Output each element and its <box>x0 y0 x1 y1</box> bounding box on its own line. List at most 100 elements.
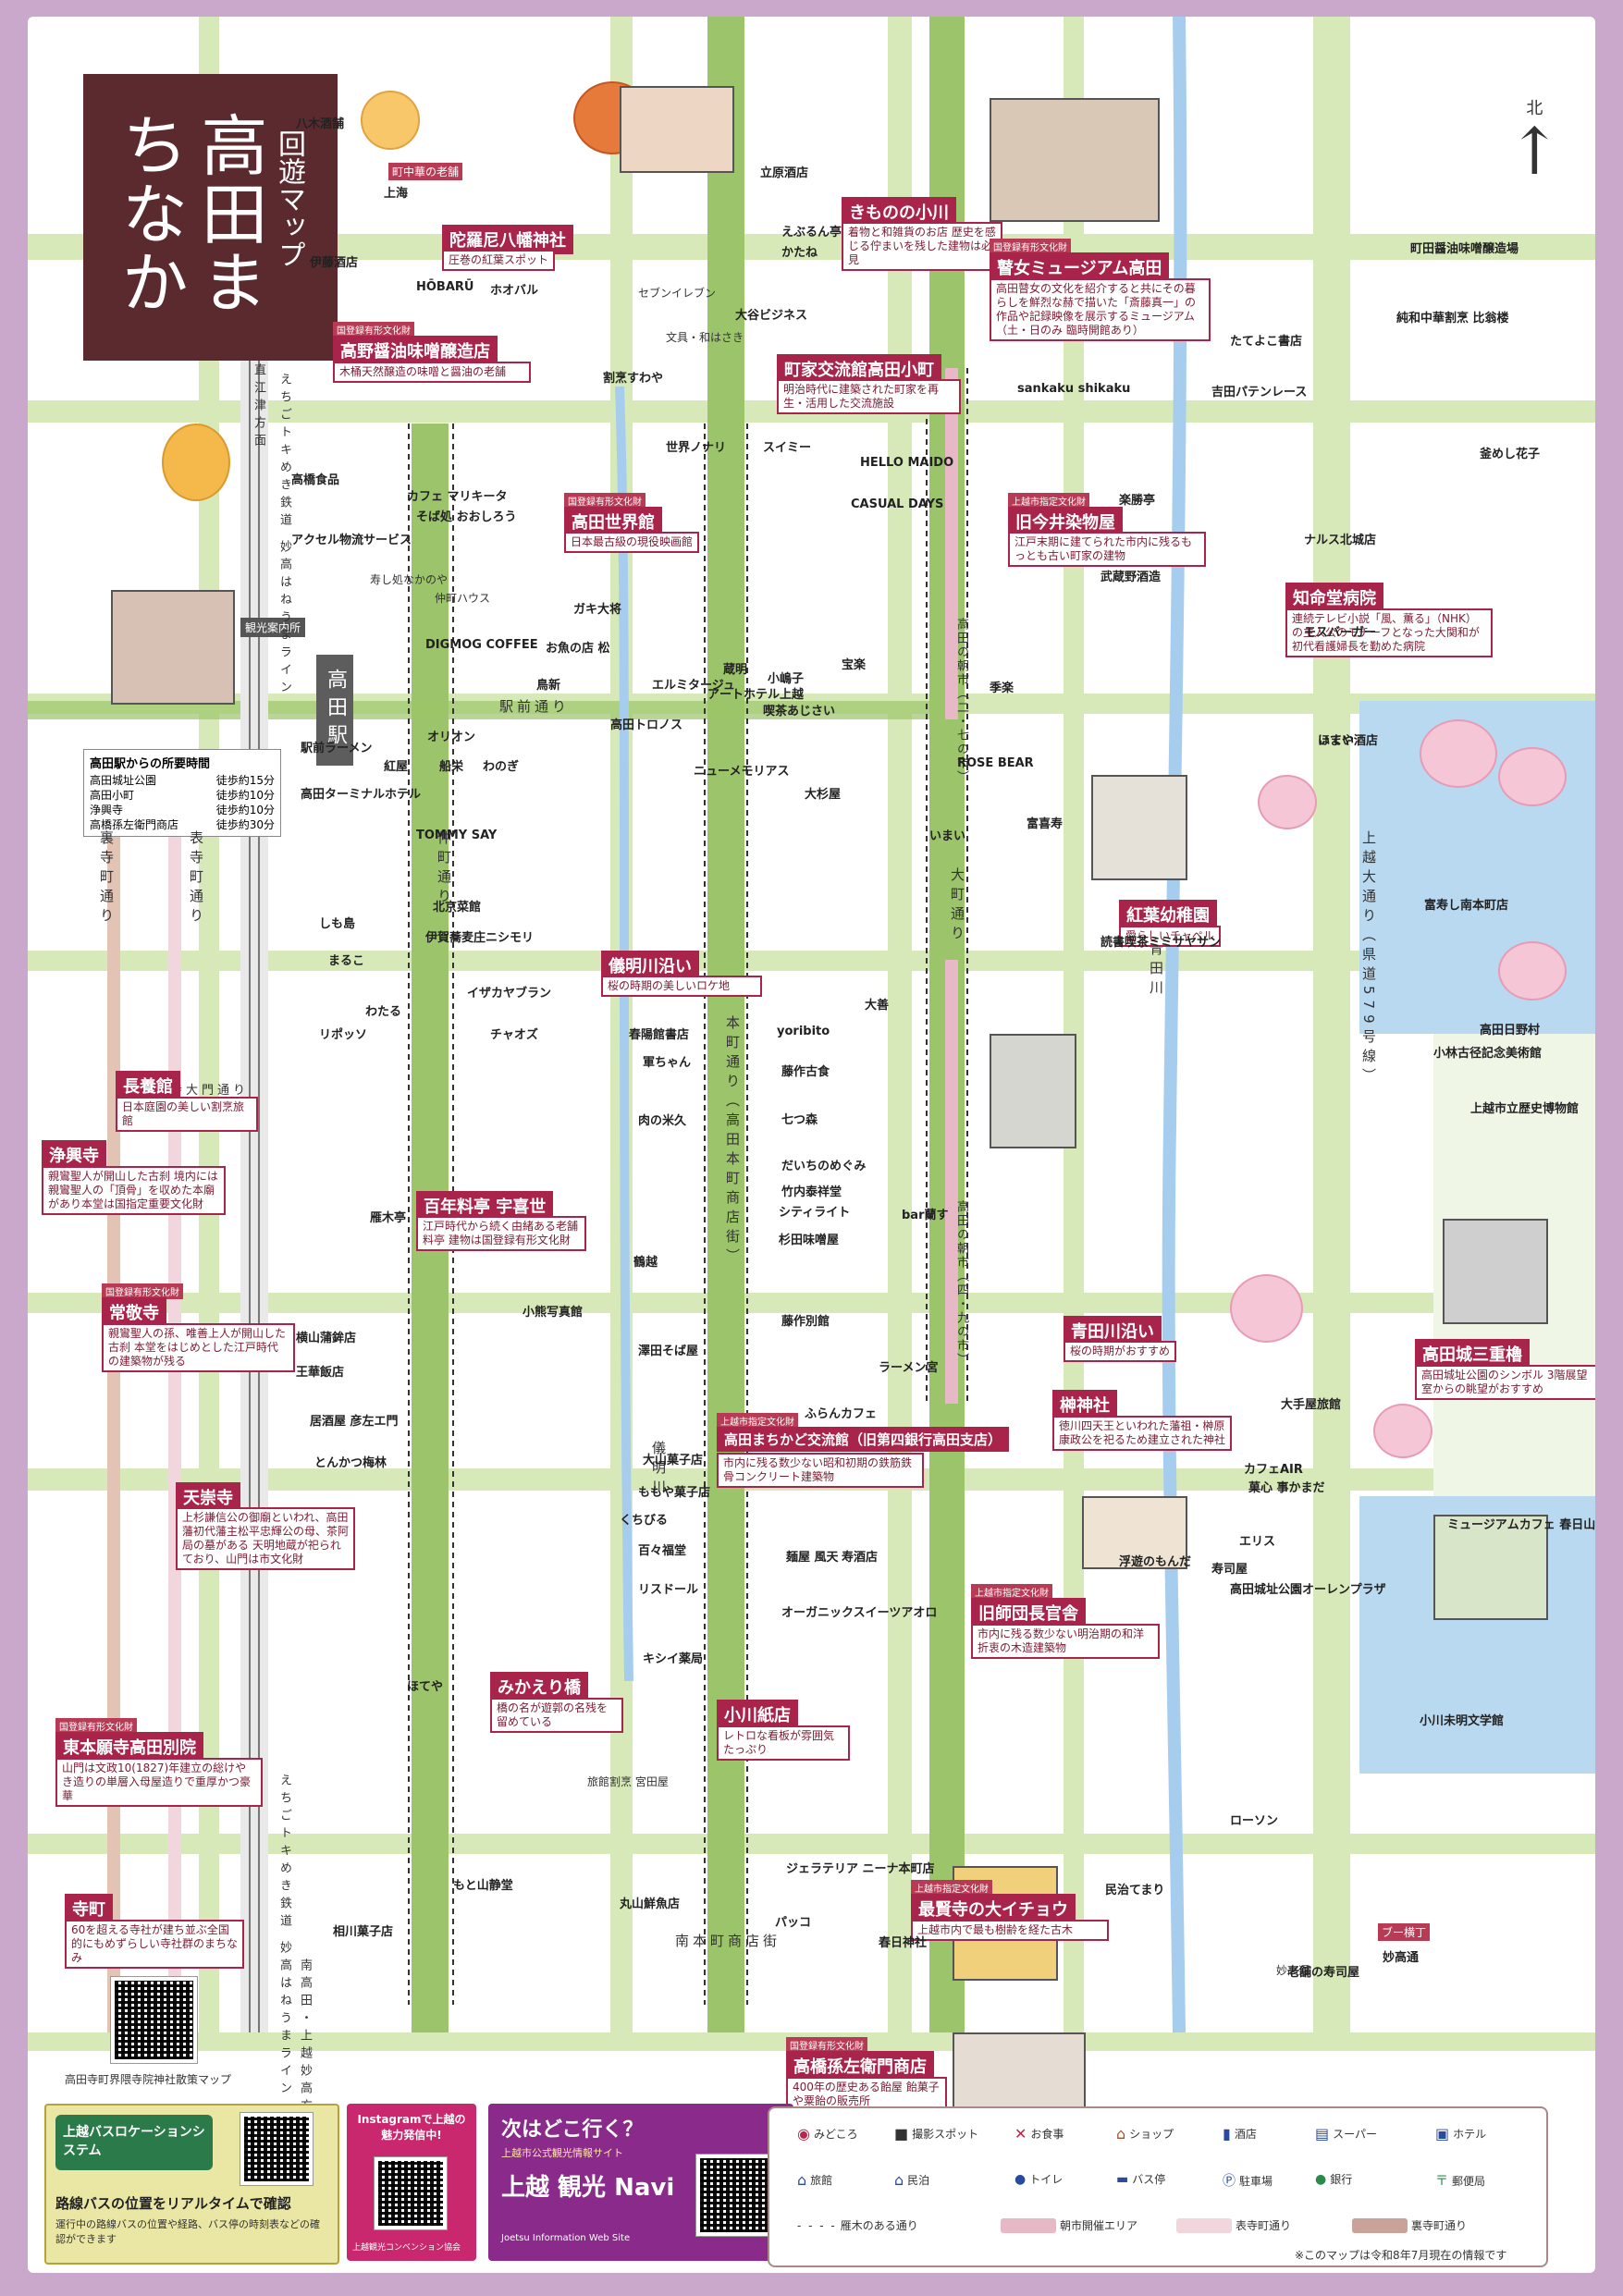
shop-label[interactable]: 寿酒店 <box>842 1551 879 1565</box>
shop-label[interactable]: ミュージアムカフェ 春日山 <box>1447 1518 1595 1532</box>
shop-label[interactable]: ジェラテリア ニーナ本町店 <box>786 1862 935 1876</box>
spot-higashi-honganji[interactable]: 東本願寺高田別院 <box>55 1732 203 1762</box>
navi-panel[interactable]: 次はどこ行く？ 上越市公式観光情報サイト 上越 観光 Navi Joetsu I… <box>488 2104 793 2261</box>
shop-label[interactable]: 小川未明文学館 <box>1420 1714 1505 1728</box>
spot-goze-museum[interactable]: 瞽女ミュージアム高田 <box>990 252 1170 282</box>
spot-sanju-yagura[interactable]: 高田城三重櫓 <box>1415 1339 1530 1369</box>
spot-aotagawa[interactable]: 青田川沿い <box>1064 1316 1162 1345</box>
shop-label[interactable]: 高田城址公園オーレンプラザ <box>1230 1583 1386 1597</box>
shop-label[interactable]: 民治てまり <box>1105 1884 1165 1897</box>
shop-label[interactable]: だいちのめぐみ <box>781 1160 867 1173</box>
shop-label[interactable]: 北京菜館 <box>433 901 482 915</box>
shop-label[interactable]: わのぎ <box>483 760 520 774</box>
shop-label[interactable]: 高田ターミナルホテル <box>301 788 422 802</box>
station-label[interactable]: 高田駅 <box>316 655 353 766</box>
shop-label[interactable]: 伊賀蕎麦庄ニシモリ <box>425 931 535 945</box>
shop-label[interactable]: 上越市立歴史博物館 <box>1470 1102 1580 1116</box>
shop-label[interactable]: 妙高通 <box>1383 1951 1420 1965</box>
shop-label[interactable]: 純和中華割烹 比翁楼 <box>1396 312 1509 325</box>
spot-takano[interactable]: 高野醤油味噌醸造店 <box>333 336 498 365</box>
shop-label[interactable]: 大山菓子店 <box>643 1454 704 1467</box>
spot-imai-someya[interactable]: 旧今井染物屋 <box>1008 507 1123 536</box>
shop-label[interactable]: 七つ森 <box>781 1113 818 1127</box>
shop-label[interactable]: ラーメン宮 <box>879 1361 939 1375</box>
shop-label[interactable]: 駅前ラーメン <box>301 742 373 755</box>
shop-label[interactable]: パッコ <box>775 1916 812 1930</box>
shop-label[interactable]: いまい <box>929 829 966 843</box>
shop-label[interactable]: 春日神社 <box>879 1936 928 1950</box>
spot-kimono-ogawa[interactable]: きものの小川 <box>842 197 956 227</box>
shop-label[interactable]: 小林古径記念美術館 <box>1433 1047 1543 1061</box>
shop-label[interactable]: 町田醤油味噌醸造場 <box>1410 242 1519 256</box>
shop-label[interactable]: いまい <box>1318 734 1355 748</box>
shop-label[interactable]: 八木酒舗 <box>296 117 345 131</box>
shop-label[interactable]: TOMMY SAY <box>416 829 498 842</box>
shop-label[interactable]: エルミタージュ <box>652 679 735 693</box>
shop-label[interactable]: 麺屋 風天 <box>786 1551 839 1565</box>
shop-label[interactable]: しも島 <box>319 917 356 931</box>
shop-label[interactable]: ほてや <box>407 1680 444 1694</box>
shop-label[interactable]: 釜めし花子 <box>1480 448 1541 461</box>
shop-label[interactable]: チャオズ <box>490 1028 538 1042</box>
shop-label[interactable]: とんかつ梅林 <box>314 1456 387 1470</box>
shop-label[interactable]: オリオン <box>427 731 476 744</box>
spot-tensoji[interactable]: 天崇寺 <box>176 1482 240 1512</box>
shop-label[interactable]: 竹内泰祥堂 <box>781 1185 842 1199</box>
shop-label[interactable]: リスドール <box>638 1583 699 1597</box>
shop-label[interactable]: ローソン <box>1230 1814 1279 1828</box>
shop-label[interactable]: 立原酒店 <box>760 166 809 180</box>
shop-label[interactable]: 富喜寿 <box>1027 817 1064 831</box>
shop-label[interactable]: 割烹すわや <box>603 372 664 386</box>
shop-label[interactable]: くちびる <box>620 1514 669 1528</box>
shop-label[interactable]: 杉田味噌屋 <box>779 1234 840 1247</box>
shop-label[interactable]: ふらんカフェ <box>805 1407 878 1421</box>
shop-label[interactable]: 王華飯店 <box>296 1366 345 1380</box>
shop-label[interactable]: 横山蒲鉾店 <box>296 1332 357 1345</box>
shop-label[interactable]: 世界ノナリ <box>666 441 727 455</box>
shop-label[interactable]: 春陽館書店 <box>629 1028 690 1042</box>
shop-label[interactable]: わたる <box>365 1005 402 1019</box>
bus-location-panel[interactable]: 上越バスロケーションシステム 路線バスの位置をリアルタイムで確認 運行中の路線バ… <box>44 2104 339 2265</box>
shop-label[interactable]: bar蘭す <box>902 1209 949 1222</box>
spot-takada-komachi[interactable]: 町家交流館高田小町 <box>777 354 941 384</box>
shop-label[interactable]: スイミー <box>763 441 812 455</box>
shop-label[interactable]: エリス <box>1239 1535 1276 1549</box>
shop-label[interactable]: 上海 <box>384 187 409 201</box>
spot-saikenji[interactable]: 最賢寺の大イチョウ <box>911 1894 1076 1923</box>
shop-label[interactable]: sankaku shikaku <box>1017 382 1131 396</box>
shop-label[interactable]: 鳥新 <box>536 679 561 693</box>
spot-ogawa-paper[interactable]: 小川紙店 <box>717 1700 798 1729</box>
shop-label[interactable]: 小嶋子 <box>768 672 805 686</box>
spot-koyo-kindergarten[interactable]: 紅葉幼稚園 <box>1119 900 1217 929</box>
shop-label[interactable]: 菓心 事かまだ <box>1248 1481 1325 1495</box>
spot-teramachi[interactable]: 寺町 <box>65 1894 113 1923</box>
shop-label[interactable]: CASUAL DAYS <box>851 497 944 511</box>
shop-label[interactable]: 高橋食品 <box>291 473 340 487</box>
shop-label[interactable]: 雁木亭 <box>370 1211 407 1225</box>
shop-label[interactable]: 大手屋旅館 <box>1281 1398 1342 1412</box>
shop-label[interactable]: ニューメモリアス <box>694 765 790 779</box>
shop-label[interactable]: 楽勝亭 <box>1119 494 1156 508</box>
shop-label[interactable]: 百々福堂 <box>638 1544 687 1558</box>
shop-label[interactable]: ホオバル <box>490 284 539 298</box>
shop-label[interactable]: 肉の米久 <box>638 1114 687 1128</box>
spot-jokyoji[interactable]: 常敬寺 <box>102 1297 166 1327</box>
spot-shidancho[interactable]: 旧師団長官舎 <box>971 1598 1086 1627</box>
shop-label[interactable]: yoribito <box>777 1025 830 1038</box>
spot-jokoji[interactable]: 浄興寺 <box>42 1140 106 1170</box>
shop-label[interactable]: まるこ <box>328 954 365 968</box>
spot-gimeigawa[interactable]: 儀明川沿い <box>601 951 699 980</box>
shop-label[interactable]: 武蔵野酒造 <box>1100 571 1162 584</box>
shop-label[interactable]: リポッソ <box>319 1028 368 1042</box>
shop-label[interactable]: かたね <box>781 246 818 260</box>
shop-label[interactable]: カフェ マリキータ <box>407 490 508 504</box>
shop-label[interactable]: HELLO MAIDO <box>860 456 954 470</box>
shop-label[interactable]: セブンイレブン <box>638 287 717 300</box>
shop-label[interactable]: 高田日野村 <box>1480 1024 1541 1037</box>
shop-label[interactable]: キシイ薬局 <box>643 1652 704 1666</box>
shop-label[interactable]: 居酒屋 彦左エ門 <box>310 1415 399 1429</box>
shop-label[interactable]: 丸山鮮魚店 <box>620 1897 681 1911</box>
shop-label[interactable]: 小熊写真館 <box>523 1306 584 1320</box>
shop-label[interactable]: 伊藤酒店 <box>310 256 359 270</box>
shop-label[interactable]: たてよこ書店 <box>1230 335 1303 349</box>
